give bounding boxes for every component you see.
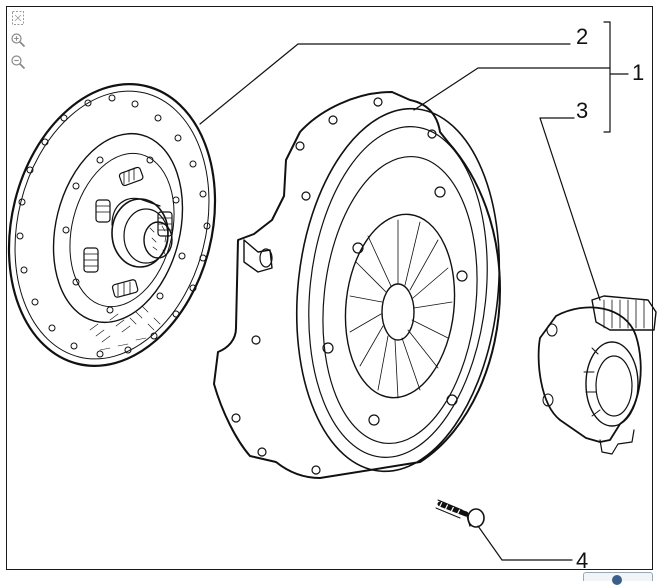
release-bearing[interactable] [537,295,657,455]
leader-lines [199,21,629,561]
leader-line-3 [539,117,601,301]
clutch-disc[interactable] [0,62,244,388]
leader-line-2 [199,43,571,125]
bolt[interactable] [435,499,485,528]
pressure-plate-cover[interactable] [213,91,516,481]
diagram-frame [6,6,653,570]
zoom-out-icon[interactable] [10,54,26,70]
viewer-corner-widget[interactable] [583,572,653,585]
group-bracket [603,21,629,133]
leader-line-1 [413,67,611,111]
callout-1: 1 [632,60,644,85]
viewer-toolbar [10,10,28,76]
leader-line-4 [477,525,573,561]
zoom-in-icon[interactable] [10,32,26,48]
status-dot-icon [612,575,622,585]
fit-page-icon[interactable] [10,10,26,26]
callout-4: 4 [576,548,588,573]
callout-3: 3 [576,98,588,123]
callout-2: 2 [576,24,588,49]
